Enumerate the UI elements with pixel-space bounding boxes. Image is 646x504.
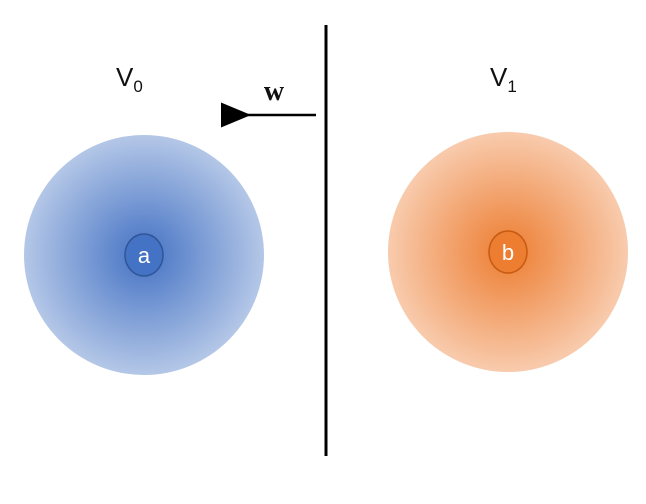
left-set-label-main: V — [116, 62, 134, 92]
left-set-group: a V0 — [24, 62, 264, 375]
left-point-marker — [124, 233, 164, 277]
vector-label: w — [264, 76, 285, 107]
vector-group: w — [221, 76, 316, 128]
right-set-label-main: V — [490, 62, 508, 92]
right-point-label: b — [502, 240, 514, 265]
left-point-label: a — [138, 243, 151, 268]
right-set-group: b V1 — [388, 62, 628, 372]
right-set-label: V1 — [490, 62, 517, 96]
right-point-marker — [488, 230, 528, 274]
left-set-label: V0 — [116, 62, 143, 96]
right-set-label-sub: 1 — [507, 77, 516, 96]
left-set-label-sub: 0 — [133, 77, 142, 96]
